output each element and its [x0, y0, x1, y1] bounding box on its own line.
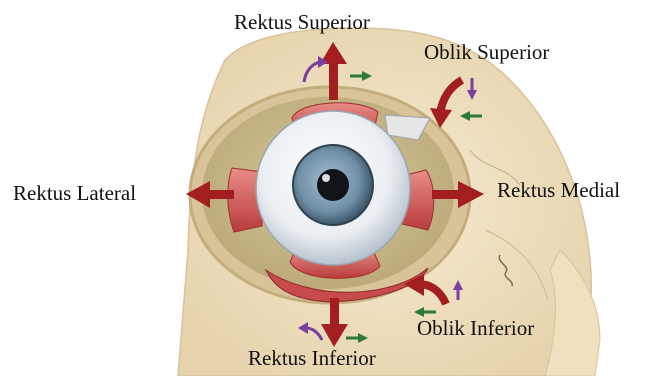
label-rektus-inferior: Rektus Inferior — [248, 348, 376, 369]
label-oblik-superior: Oblik Superior — [424, 42, 549, 63]
eyeball — [256, 111, 410, 265]
label-oblik-inferior: Oblik Inferior — [417, 318, 534, 339]
label-rektus-medial: Rektus Medial — [497, 180, 620, 201]
label-rektus-lateral: Rektus Lateral — [13, 183, 136, 204]
pupil — [317, 169, 349, 201]
label-rektus-superior: Rektus Superior — [234, 12, 370, 33]
